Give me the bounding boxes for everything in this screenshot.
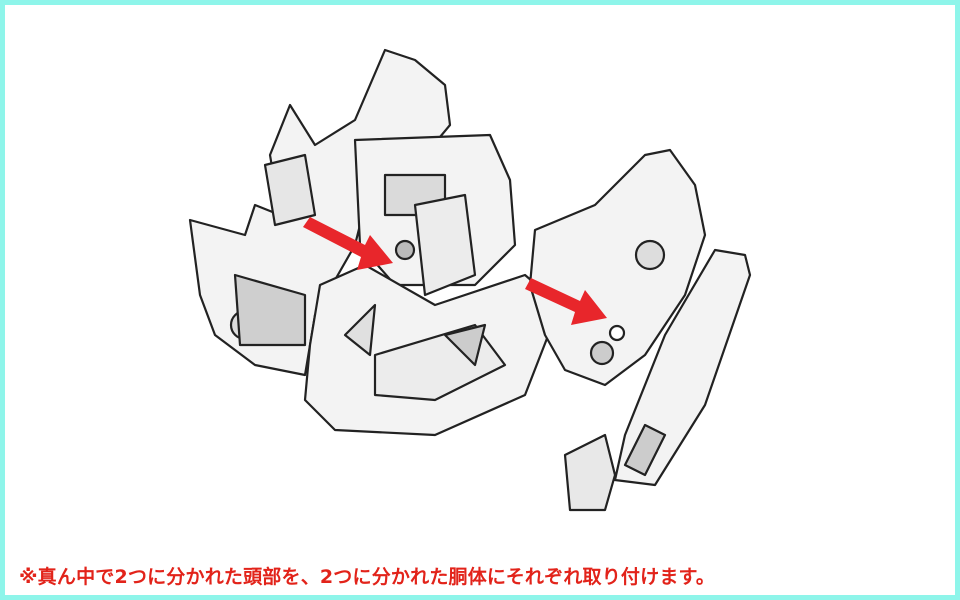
right-leg-part: [563, 248, 752, 512]
arrow-right: [525, 278, 607, 325]
arrows: [303, 217, 607, 325]
arrow-left: [303, 217, 393, 270]
center-body-part: [353, 133, 517, 297]
caption-text: ※真ん中で2つに分かれた頭部を、2つに分かれた胴体にそれぞれ取り付けます。: [19, 566, 716, 588]
right-body-part: [528, 148, 707, 387]
left-head-part: [188, 48, 452, 377]
robot-assembly-illustration: [188, 48, 752, 512]
snout-part: [303, 263, 562, 437]
